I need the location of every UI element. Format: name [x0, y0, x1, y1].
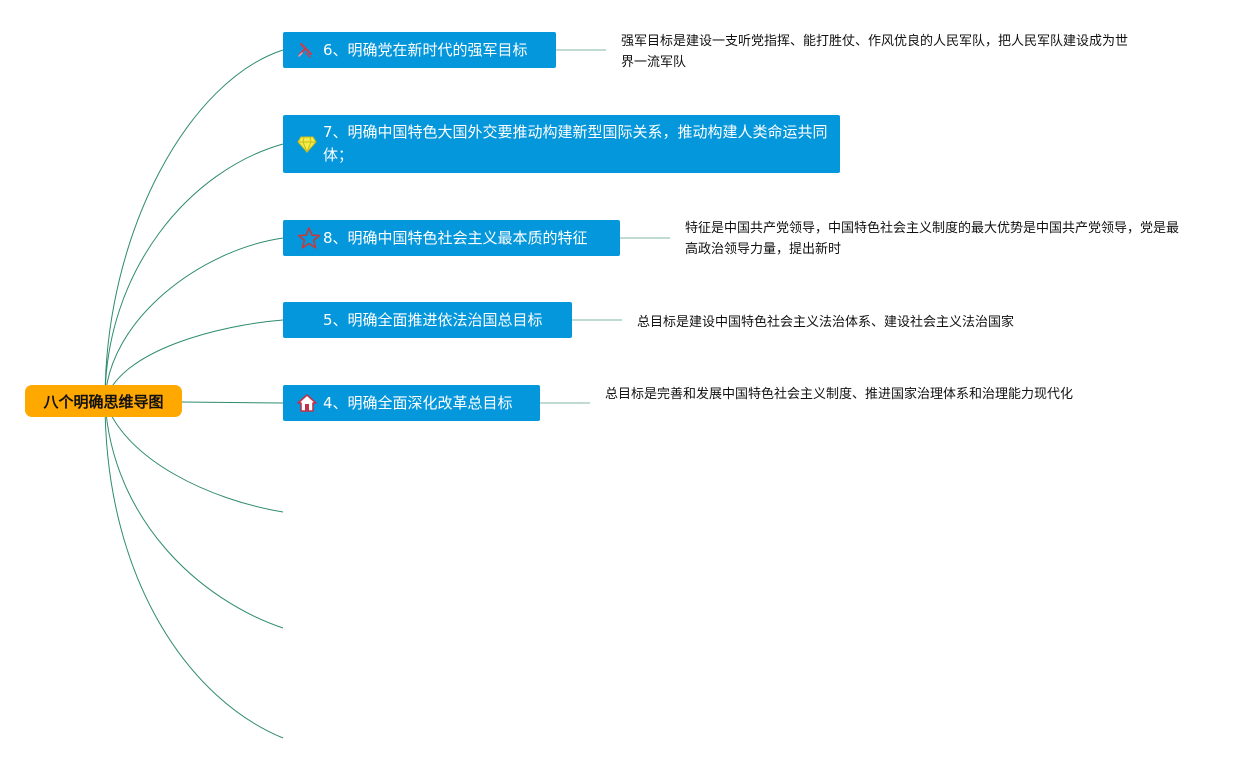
topic-4-label: 4、明确全面深化改革总目标	[323, 393, 513, 412]
branch-to-topic-8	[104, 237, 284, 402]
branch-to-topic-5	[104, 319, 284, 402]
root-topic[interactable]: 八个明确思维导图	[25, 385, 182, 417]
topic-8-label: 8、明确中国特色社会主义最本质的特征	[323, 228, 588, 247]
branch-to-topic-7	[104, 143, 284, 402]
branch-to-topic-6	[104, 49, 284, 402]
topic-5[interactable]: 5、明确全面推进依法治国总目标	[283, 302, 572, 338]
root-topic-label: 八个明确思维导图	[43, 392, 164, 411]
star-icon	[297, 227, 323, 249]
topic-6-note: 强军目标是建设一支听党指挥、能打胜仗、作风优良的人民军队，把人民军队建设成为世界…	[621, 34, 1129, 70]
topic-5-note: 总目标是建设中国特色社会主义法治体系、建设社会主义法治国家	[637, 315, 1015, 330]
topic-7[interactable]: 7、明确中国特色大国外交要推动构建新型国际关系，推动构建人类命运共同体；	[283, 115, 840, 173]
branch-empty-3	[104, 400, 284, 739]
topic-8[interactable]: 8、明确中国特色社会主义最本质的特征	[283, 220, 620, 256]
branch-empty-2	[104, 400, 284, 629]
topic-5-label: 5、明确全面推进依法治国总目标	[323, 310, 543, 329]
topic-4-note: 总目标是完善和发展中国特色社会主义制度、推进国家治理体系和治理能力现代化	[605, 387, 1074, 402]
branch-lines	[104, 49, 284, 739]
topic-6-label: 6、明确党在新时代的强军目标	[323, 40, 528, 59]
diamond-icon	[297, 133, 323, 155]
topic-8-note: 特征是中国共产党领导，中国特色社会主义制度的最大优势是中国共产党领导，党是最高政…	[685, 221, 1180, 257]
house-icon	[297, 392, 323, 414]
branch-to-topic-4	[181, 401, 284, 404]
branch-empty-1	[104, 400, 284, 513]
topic-5-icon-slot	[297, 309, 323, 331]
note-connectors	[540, 49, 670, 404]
topic-4[interactable]: 4、明确全面深化改革总目标	[283, 385, 540, 421]
topic-6[interactable]: 6、明确党在新时代的强军目标	[283, 32, 556, 68]
sword-icon	[297, 39, 323, 61]
topic-7-label: 7、明确中国特色大国外交要推动构建新型国际关系，推动构建人类命运共同体；	[323, 123, 828, 164]
